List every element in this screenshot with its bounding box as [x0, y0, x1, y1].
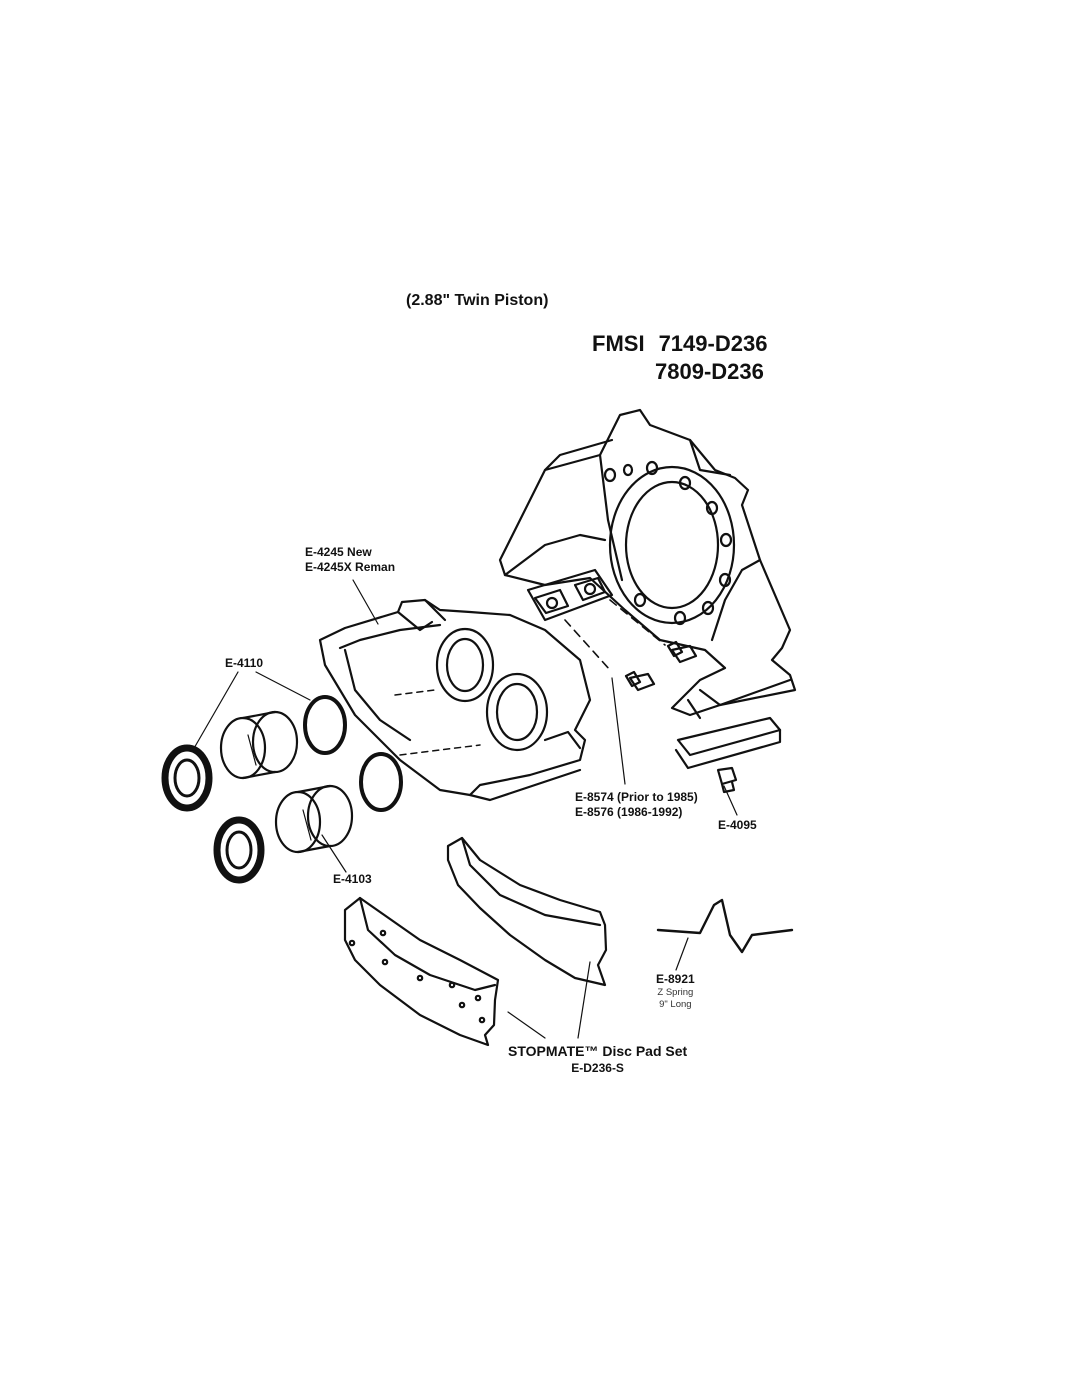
z-spring	[656, 898, 794, 954]
bolt-label: E-8574 (Prior to 1985) E-8576 (1986-1992…	[575, 790, 698, 820]
pistons	[219, 710, 354, 854]
subtitle: (2.88" Twin Piston)	[406, 292, 549, 309]
mounting-bolts	[564, 599, 698, 692]
pad-set-label: STOPMATE™ Disc Pad Set E-D236-S	[508, 1043, 687, 1076]
piston-label: E-4103	[333, 872, 372, 886]
key-bolt-label: E-4095	[718, 818, 757, 832]
seal-label: E-4110	[225, 656, 264, 670]
spring-label: E-8921 Z Spring 9" Long	[656, 972, 695, 1011]
leader-lines	[192, 579, 738, 1039]
spring-type: Z Spring	[657, 987, 694, 998]
piston-seals	[303, 695, 403, 812]
caliper-housing	[318, 598, 592, 802]
anchor-plate	[498, 408, 797, 720]
fmsi-number-2: 7809-D236	[655, 358, 764, 384]
bolt-part-late: E-8576 (1986-1992)	[575, 805, 683, 819]
disc-pads	[343, 836, 608, 1047]
spring-part-number: E-8921	[656, 972, 695, 986]
spring-length: 9" Long	[659, 998, 692, 1010]
fmsi-label: FMSI	[592, 331, 645, 356]
pad-set-name: STOPMATE™ Disc Pad Set	[508, 1043, 688, 1059]
boot-seals	[161, 744, 265, 884]
bolt-part-early: E-8574 (Prior to 1985)	[575, 790, 698, 804]
caliper-part-new: E-4245 New	[305, 545, 372, 559]
pad-set-part-number: E-D236-S	[571, 1060, 624, 1075]
fmsi-numbers: FMSI 7149-D236 7809-D236	[592, 330, 767, 385]
support-key	[674, 716, 782, 794]
fmsi-number-1: 7149-D236	[658, 331, 768, 356]
caliper-part-reman: E-4245X Reman	[305, 560, 396, 574]
bracket-clip	[526, 568, 614, 622]
caliper-label: E-4245 New E-4245X Reman	[305, 545, 395, 575]
